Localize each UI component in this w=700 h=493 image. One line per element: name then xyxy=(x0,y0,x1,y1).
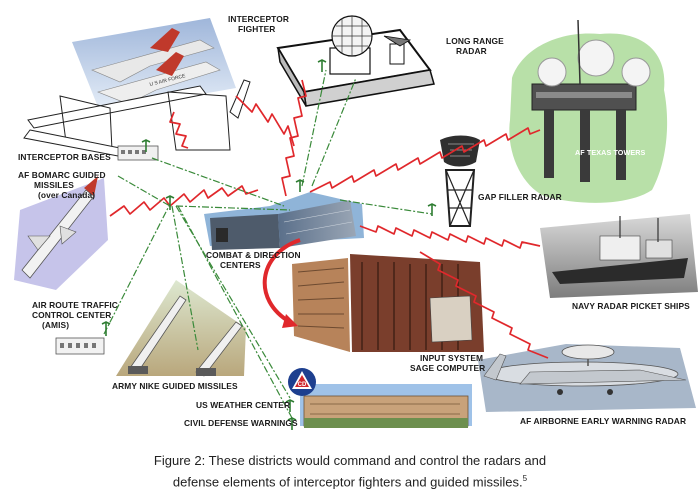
army-nike-missiles-image xyxy=(116,280,246,377)
sage-computer-image xyxy=(292,254,484,352)
footnote-marker: 5 xyxy=(522,474,528,483)
data-link-weather xyxy=(175,205,291,399)
antenna-civil xyxy=(287,417,297,430)
label-interceptor-bases: INTERCEPTOR BASES xyxy=(18,152,111,162)
label-bomarc: AF BOMARC GUIDED MISSILES (over Canada) xyxy=(18,170,106,200)
radio-link-texas-towers xyxy=(309,127,541,193)
gap-filler-radar-image xyxy=(440,135,480,227)
bomarc-missile-image xyxy=(14,176,108,290)
radio-link-interceptor-sky xyxy=(235,95,295,147)
data-link-center xyxy=(175,205,291,211)
airborne-early-warning-image xyxy=(478,344,696,412)
antenna-amis xyxy=(101,321,111,336)
label-input-system: INPUT SYSTEM xyxy=(420,353,484,363)
cd-logo-text: CD xyxy=(298,382,307,388)
data-link-gap-filler xyxy=(339,199,433,215)
computer-feedback-arrow xyxy=(262,238,301,324)
af-texas-towers-image xyxy=(509,19,668,203)
caption-line-1: Figure 2: These districts would command … xyxy=(153,453,547,468)
radio-link-picket-ship xyxy=(359,225,541,249)
data-link-amis xyxy=(103,203,171,335)
label-army-nike: ARMY NIKE GUIDED MISSILES xyxy=(112,381,238,391)
long-range-radar-image xyxy=(276,15,435,107)
figure-caption: Figure 2: These districts would command … xyxy=(0,452,700,491)
label-civil-defense: CIVIL DEFENSE WARNINGS xyxy=(184,418,298,428)
data-link-radar xyxy=(301,69,327,187)
radio-link-bomarc xyxy=(109,185,259,217)
antenna-radar xyxy=(317,59,327,72)
data-link-civil xyxy=(177,205,293,419)
radio-link-base-tower xyxy=(169,111,189,149)
radio-links xyxy=(109,79,549,359)
antenna-center xyxy=(295,179,305,192)
radio-link-aew xyxy=(419,251,549,359)
label-weather-center: US WEATHER CENTER xyxy=(196,400,291,410)
interceptor-base-building xyxy=(117,145,159,161)
civil-defense-image xyxy=(300,384,472,428)
label-interceptor-fighter: INTERCEPTOR FIGHTER xyxy=(228,14,289,34)
data-links xyxy=(103,69,433,419)
antenna-bomarc xyxy=(165,195,175,210)
data-link-nike xyxy=(171,205,199,351)
label-combat-direction: COMBAT & DIRECTION CENTERS xyxy=(206,250,301,270)
label-aew-radar: AF AIRBORNE EARLY WARNING RADAR xyxy=(520,416,687,426)
antenna-markers xyxy=(101,59,437,430)
label-sage-computer: SAGE COMPUTER xyxy=(410,363,486,373)
navy-picket-ship-image xyxy=(540,214,698,298)
air-route-building-image xyxy=(55,337,105,355)
interceptor-base-runways xyxy=(23,79,251,157)
label-navy-picket: NAVY RADAR PICKET SHIPS xyxy=(572,301,690,311)
sage-system-diagram: U S AIR FORCE xyxy=(14,15,698,430)
label-gap-filler-radar: GAP FILLER RADAR xyxy=(478,192,562,202)
label-long-range-radar: LONG RANGE RADAR xyxy=(446,36,504,56)
civil-defense-logo: CD xyxy=(288,368,316,396)
label-air-route: AIR ROUTE TRAFFIC CONTROL CENTER (AMIS) xyxy=(32,300,118,330)
antenna-base xyxy=(141,139,151,152)
antenna-weather xyxy=(285,399,295,412)
radio-link-fighter xyxy=(281,79,307,197)
caption-line-2: defense elements of interceptor fighters… xyxy=(172,474,528,490)
label-af-texas-towers: AF TEXAS TOWERS xyxy=(575,148,646,157)
combat-direction-center-image xyxy=(204,192,364,250)
antenna-gap xyxy=(427,203,437,216)
data-link-radar-2 xyxy=(311,77,357,187)
data-link-bomarc xyxy=(117,175,171,207)
data-link-base xyxy=(151,157,285,207)
